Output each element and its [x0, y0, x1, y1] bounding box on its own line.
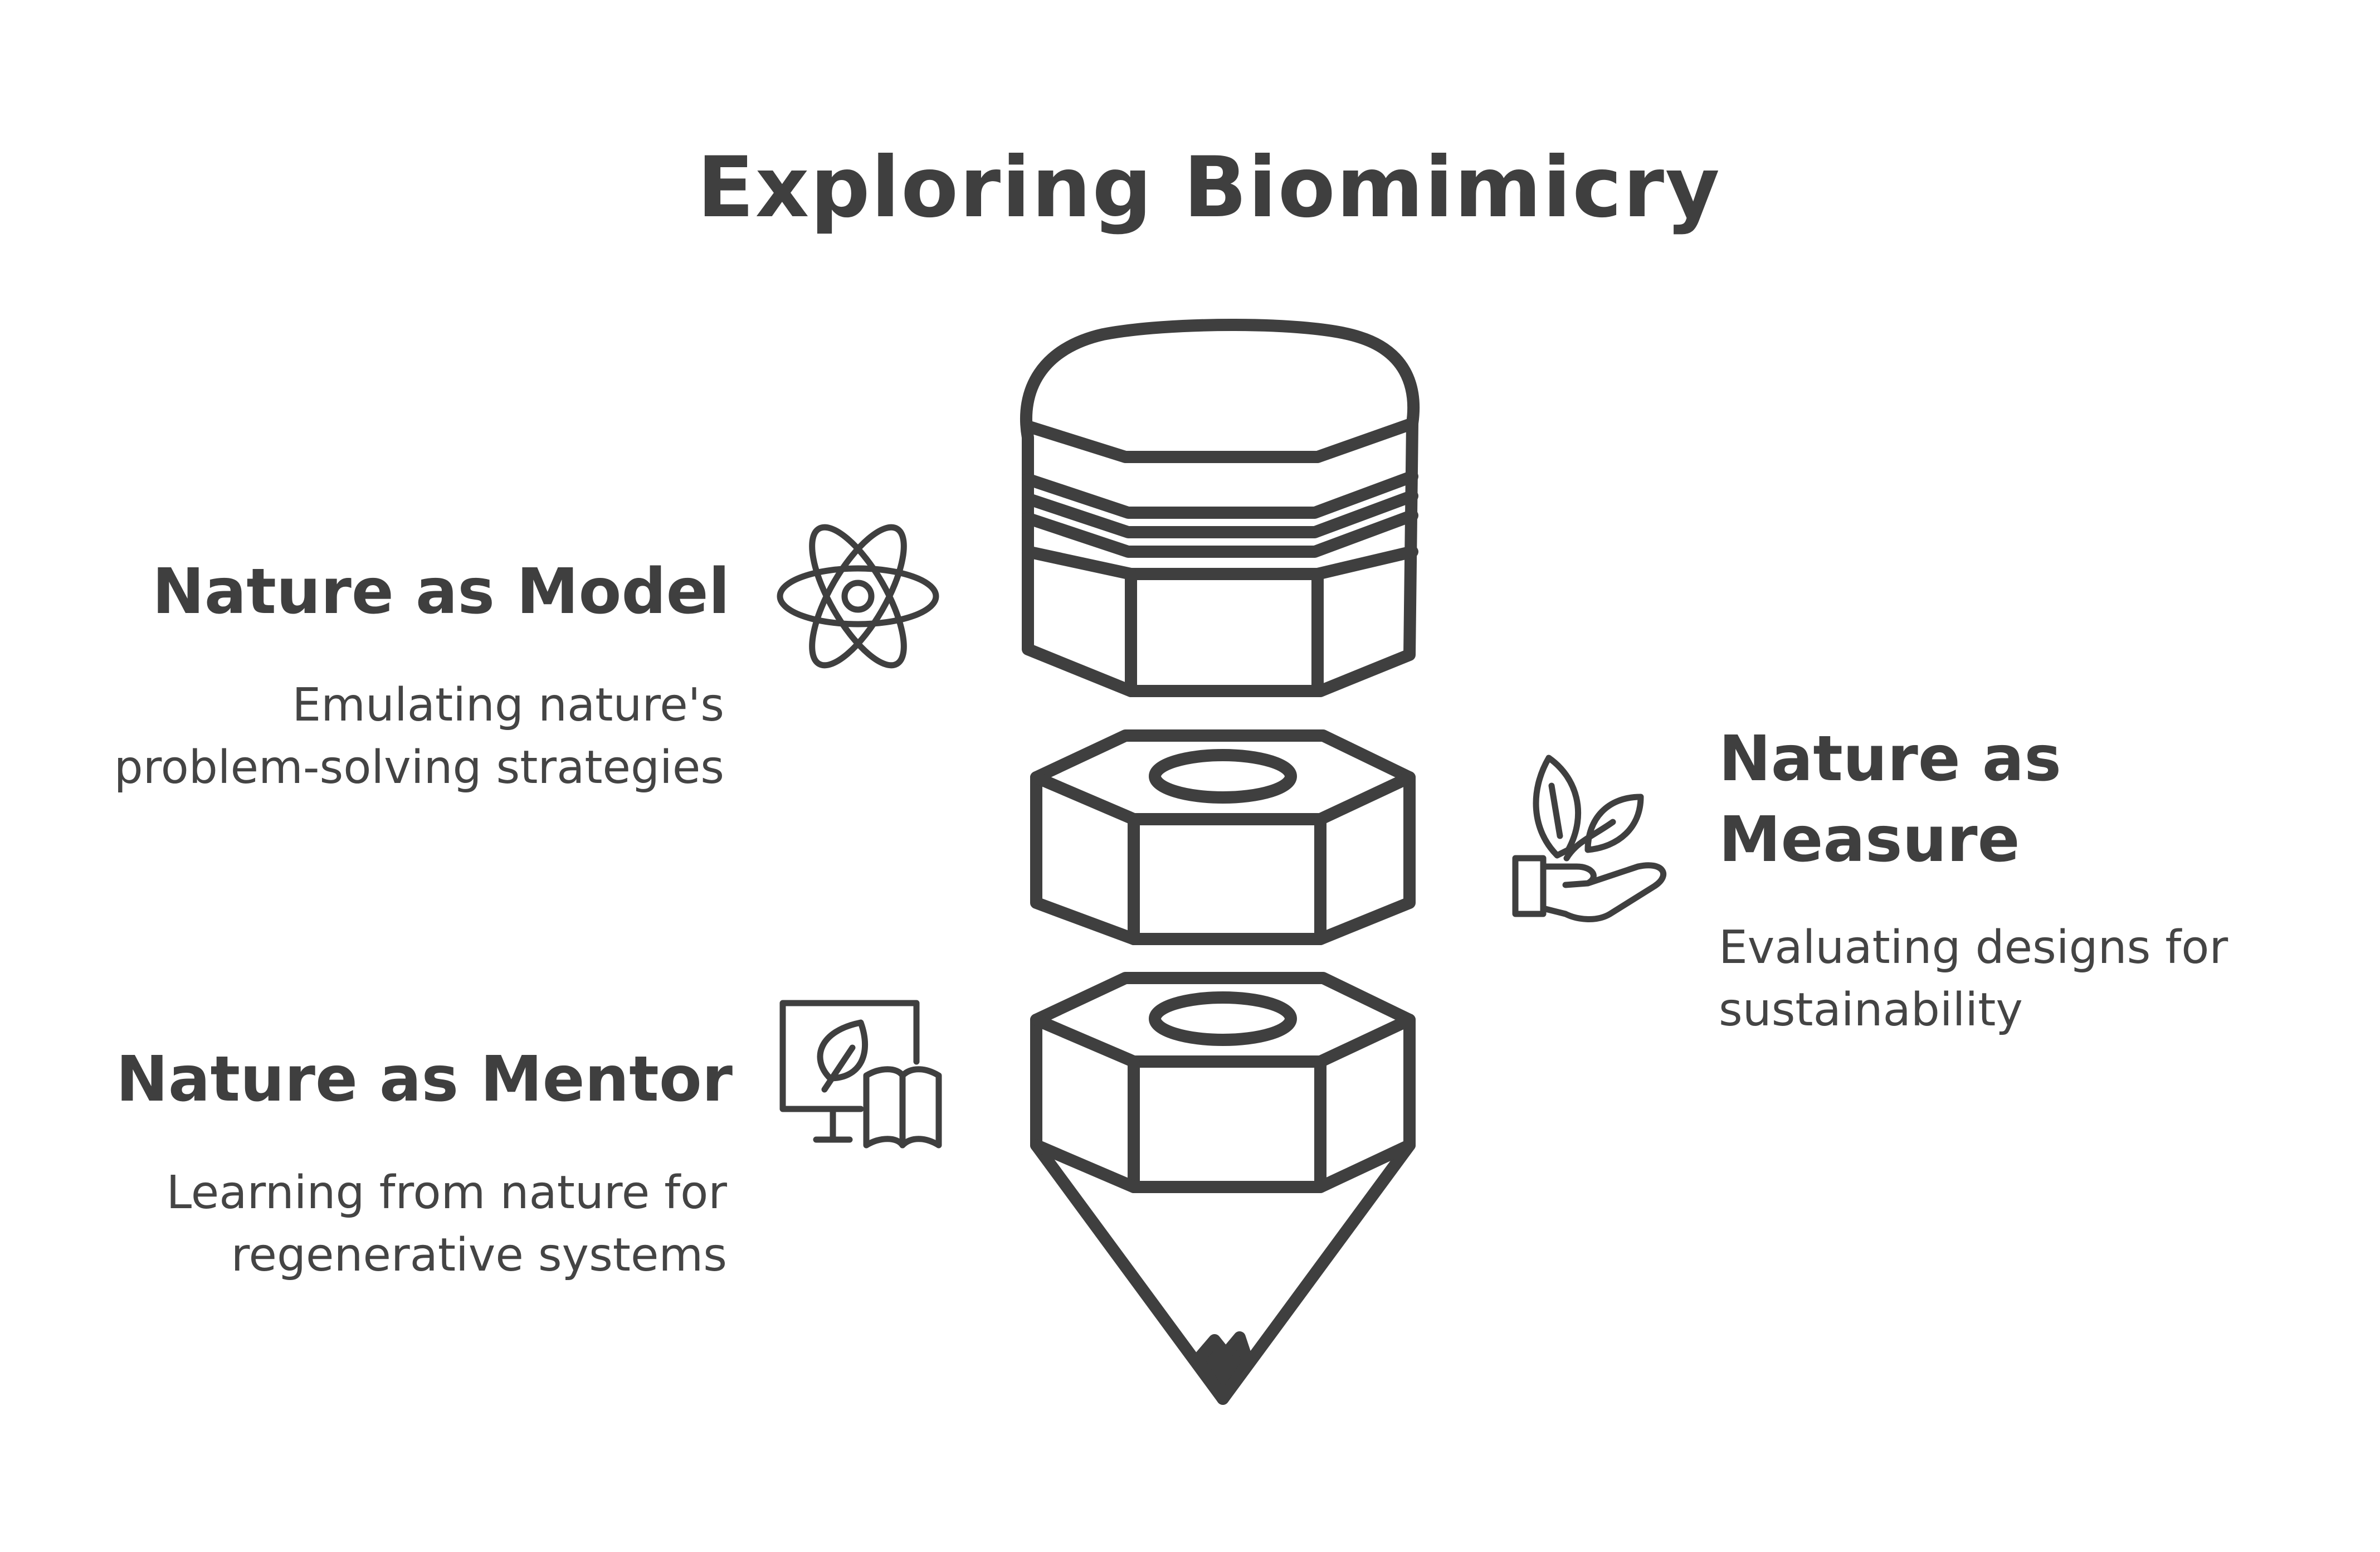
- heading-nature-as-measure: Nature as Measure: [1719, 719, 2332, 880]
- description-line: Emulating nature's: [292, 679, 724, 732]
- description-nature-as-mentor: Learning from nature for regenerative sy…: [56, 1162, 727, 1287]
- description-line: regenerative systems: [231, 1229, 727, 1282]
- pencil-bottom-segment: [1030, 972, 1416, 1405]
- description-line: Evaluating designs for: [1719, 921, 2228, 974]
- atom-icon: [777, 524, 939, 669]
- heading-line: Nature as: [1719, 723, 2062, 795]
- heading-nature-as-mentor: Nature as Mentor: [116, 1043, 733, 1116]
- page-title: Exploring Biomimicry: [697, 139, 1721, 236]
- hand-holding-plant-icon: [1512, 755, 1667, 922]
- description-line: Learning from nature for: [166, 1166, 727, 1219]
- heading-line: Measure: [1719, 804, 2020, 876]
- description-line: sustainability: [1719, 984, 2023, 1037]
- pencil-top-segment: [1020, 319, 1420, 697]
- description-nature-as-measure: Evaluating designs for sustainability: [1719, 917, 2359, 1042]
- computer-book-leaf-icon: [779, 1000, 942, 1149]
- heading-nature-as-model: Nature as Model: [152, 556, 730, 628]
- description-nature-as-model: Emulating nature's problem-solving strat…: [56, 674, 724, 799]
- description-line: problem-solving strategies: [114, 741, 724, 794]
- pencil-middle-segment: [1030, 729, 1416, 945]
